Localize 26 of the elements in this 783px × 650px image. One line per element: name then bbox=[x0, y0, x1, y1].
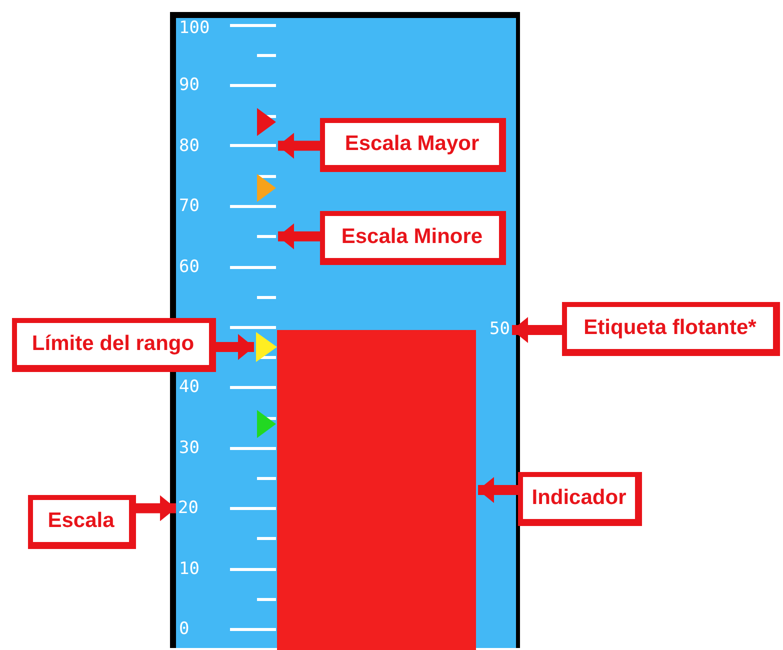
scale-number: 60 bbox=[179, 256, 200, 277]
callout-label: Etiqueta flotante* bbox=[562, 302, 780, 356]
arrow bbox=[478, 477, 518, 503]
scale-number: 20 bbox=[178, 498, 202, 518]
arrow bbox=[512, 317, 562, 343]
scale-number: 30 bbox=[179, 438, 200, 458]
scale-number: 40 bbox=[179, 377, 200, 398]
scale-number: 100 bbox=[179, 18, 210, 38]
arrow bbox=[278, 223, 320, 250]
callout-label: Escala Minore bbox=[320, 211, 506, 265]
major-tick bbox=[230, 144, 276, 148]
scale-number: 80 bbox=[179, 136, 200, 156]
minor-tick bbox=[257, 234, 276, 238]
scale-number: 0 bbox=[179, 619, 190, 639]
indicator-bar bbox=[277, 330, 476, 650]
arrow bbox=[136, 495, 176, 522]
scale-number: 90 bbox=[179, 75, 200, 96]
callout-label: Límite del rango bbox=[12, 318, 216, 372]
floating-label: 50 bbox=[480, 319, 510, 341]
callout-label: Escala Mayor bbox=[320, 118, 506, 172]
callout-label: Escala bbox=[28, 495, 136, 549]
arrow bbox=[278, 132, 320, 159]
arrow bbox=[216, 334, 254, 360]
scale-number: 10 bbox=[179, 558, 200, 579]
scale-number: 70 bbox=[179, 196, 200, 216]
callout-label: Indicador bbox=[518, 472, 642, 526]
